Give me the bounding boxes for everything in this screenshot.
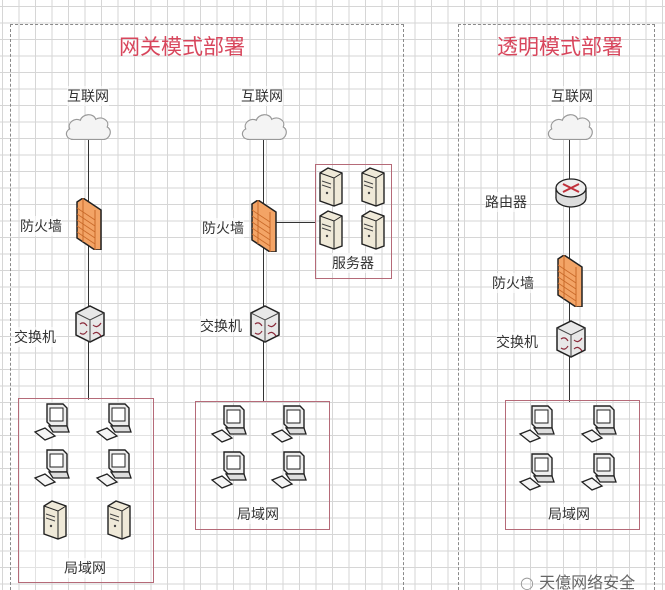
gateway-mode-title: 网关模式部署 [119,35,245,59]
lan-group-box [505,400,640,530]
cloud-icon [240,110,288,144]
server-icon [106,500,132,540]
transparent-mode-panel [458,24,655,590]
computer-icon [95,448,135,488]
watermark: ○ 天億网络安全 [520,569,635,590]
firewall-icon [250,200,278,252]
switch-icon [75,305,105,343]
firewall-icon [556,255,584,307]
computer-icon [270,404,310,444]
computer-icon [33,402,73,442]
connection-line [88,140,90,400]
lan-label: 局域网 [237,504,279,524]
router-label: 路由器 [485,192,527,212]
internet-label: 互联网 [241,86,283,106]
cloud-icon [64,110,112,144]
server-icon [318,167,344,207]
computer-icon [518,452,558,492]
firewall-icon [75,198,103,250]
server-icon [360,167,386,207]
server-icon [360,210,386,250]
server-icon [318,210,344,250]
computer-icon [518,404,558,444]
wechat-icon: ○ [520,573,534,590]
computer-icon [33,448,73,488]
firewall-label: 防火墙 [492,273,534,293]
connection-line [276,222,316,224]
transparent-mode-title: 透明模式部署 [497,35,623,59]
switch-label: 交换机 [200,316,242,336]
servers-label: 服务器 [332,253,374,273]
connection-line [263,140,265,402]
switch-label: 交换机 [14,327,56,347]
firewall-label: 防火墙 [202,218,244,238]
computer-icon [95,402,135,442]
watermark-text: 天億网络安全 [539,573,636,590]
router-icon [554,176,588,210]
internet-label: 互联网 [67,86,109,106]
switch-label: 交换机 [496,332,538,352]
lan-label: 局域网 [548,504,590,524]
computer-icon [210,404,250,444]
cloud-icon [546,110,594,144]
computer-icon [270,450,310,490]
firewall-label: 防火墙 [20,216,62,236]
computer-icon [210,450,250,490]
computer-icon [580,452,620,492]
computer-icon [580,404,620,444]
server-group-box [315,164,392,279]
lan-group-box [195,401,330,530]
lan-group-box [18,398,154,583]
lan-label: 局域网 [64,558,106,578]
server-icon [42,500,68,540]
switch-icon [556,320,586,358]
internet-label: 互联网 [551,86,593,106]
gateway-mode-panel [10,24,404,590]
switch-icon [250,305,280,343]
